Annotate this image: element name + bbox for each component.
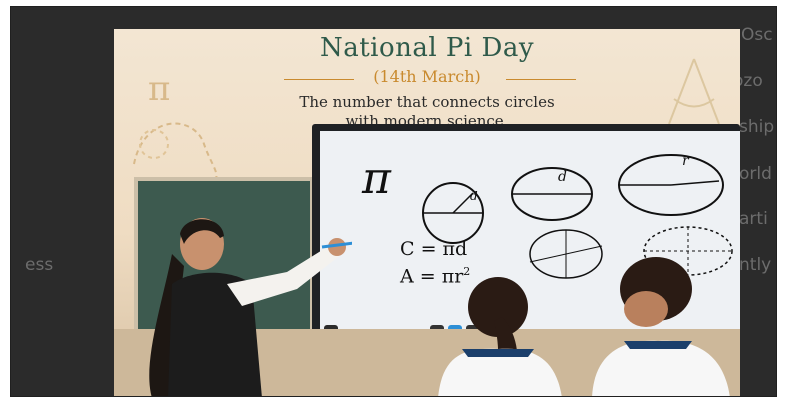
- formula-area-text: A = πr: [400, 265, 464, 288]
- board-label-d: d: [470, 189, 478, 203]
- board-pi-symbol: π: [362, 153, 391, 204]
- divider: [284, 79, 354, 80]
- poster-title: National Pi Day: [319, 33, 535, 63]
- bg-text: Osc: [741, 25, 773, 45]
- formula-circumference: C = πd: [400, 238, 468, 260]
- image-frame: Osc ozo ship orld arti ntly ess π Nation…: [10, 6, 777, 397]
- girl-student-figure: [438, 277, 562, 396]
- decor-compass: [668, 58, 720, 125]
- bg-text: ship: [739, 117, 775, 137]
- decor-pi: π: [148, 69, 171, 109]
- bg-text: orld: [739, 164, 772, 184]
- bg-text: arti: [739, 209, 768, 229]
- formula-area-exponent: 2: [463, 265, 471, 278]
- bg-text: ozo: [733, 71, 763, 91]
- poster-date: (14th March): [373, 67, 481, 86]
- circle-diagram-d: [511, 167, 593, 221]
- teacher-figure: [149, 218, 352, 396]
- circle-diagram-sectors: [529, 229, 603, 279]
- board-label-d: d: [558, 169, 567, 185]
- formula-area: A = πr2: [400, 265, 470, 287]
- circle-diagram-radius: [618, 154, 724, 216]
- bg-text: ntly: [739, 255, 772, 275]
- subtitle-line: The number that connects circles: [299, 93, 555, 111]
- pi-day-poster: π National Pi Day (14th March) The numbe…: [114, 29, 740, 396]
- divider: [506, 79, 576, 80]
- decor-swirl: [133, 122, 218, 190]
- boy-student-figure: [592, 257, 730, 396]
- bg-text: ess: [25, 255, 54, 275]
- circle-diagram-diameter: [422, 182, 484, 244]
- board-label-r: r: [682, 153, 689, 169]
